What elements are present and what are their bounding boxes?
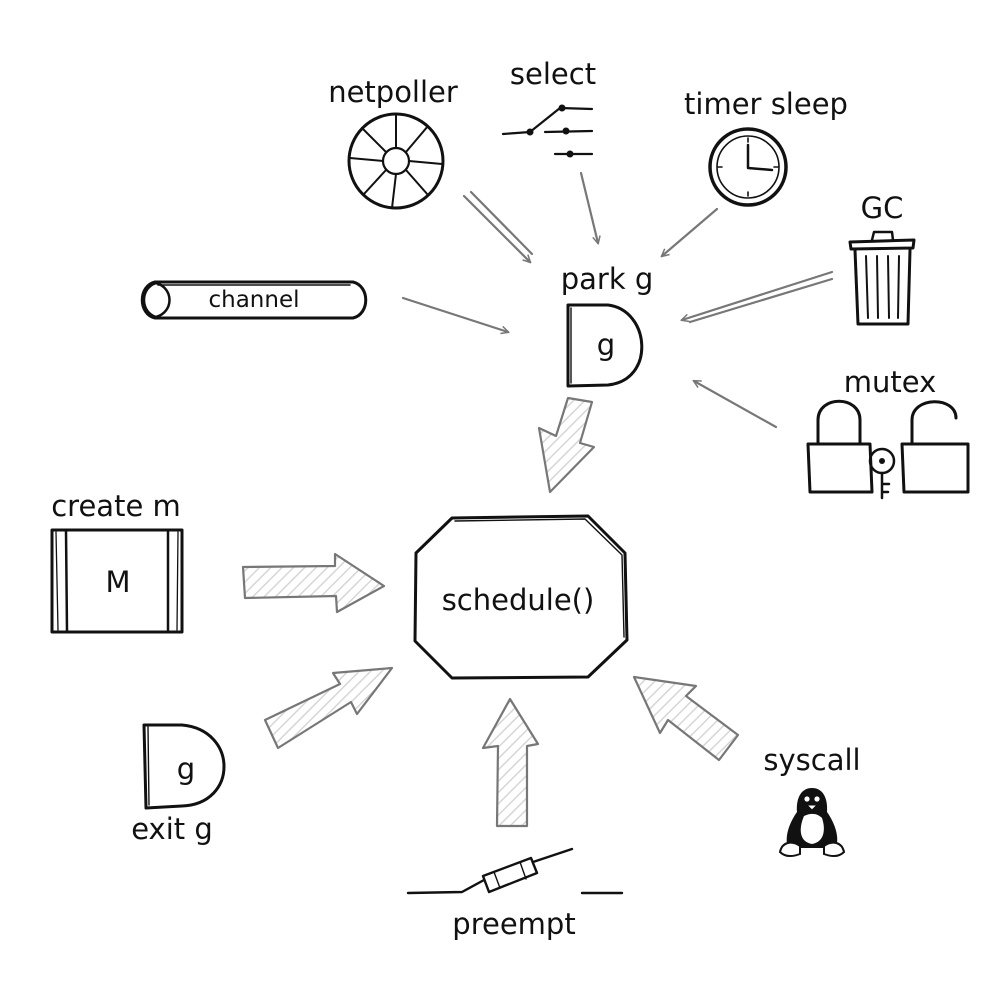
- select-group: select: [501, 57, 596, 158]
- select-arrow: [579, 171, 598, 243]
- park-g-node: park g g: [561, 262, 654, 388]
- timer-sleep-arrow: [662, 207, 719, 256]
- syscall-label: syscall: [763, 743, 860, 777]
- exit-g-glyph: g: [177, 752, 195, 786]
- timer-sleep-label: timer sleep: [684, 87, 848, 121]
- gc-group: GC: [848, 191, 916, 326]
- schedule-node: schedule(): [413, 514, 629, 680]
- penguin-icon: [778, 788, 846, 858]
- park-to-schedule-arrow: [537, 396, 596, 494]
- park-g-title: park g: [561, 262, 654, 296]
- preempt-arrow: [481, 697, 540, 828]
- pipe-icon: [140, 280, 368, 320]
- gc-arrow: [682, 270, 834, 320]
- channel-arrow: [401, 296, 508, 332]
- exit-g-title: exit g: [131, 812, 213, 846]
- park-g-glyph: g: [597, 328, 615, 362]
- select-switch-icon: [501, 104, 594, 158]
- gc-label: GC: [861, 191, 904, 225]
- preempt-group: preempt: [406, 847, 624, 941]
- clock-icon: [708, 127, 788, 207]
- mutex-group: mutex: [806, 365, 970, 500]
- mutex-label: mutex: [844, 365, 937, 399]
- create-m-group: create m M: [50, 489, 184, 634]
- syscall-arrow: [632, 675, 740, 762]
- timer-sleep-group: timer sleep: [684, 87, 848, 207]
- create-m-title: create m: [51, 489, 181, 523]
- trash-can-icon: [848, 230, 916, 326]
- create-m-arrow: [241, 552, 386, 614]
- channel-label: channel: [208, 287, 299, 313]
- preempt-label: preempt: [452, 907, 575, 941]
- netpoller-arrow: [462, 194, 530, 262]
- padlock-icon: [806, 399, 970, 494]
- exit-g-arrow: [263, 666, 394, 750]
- key-icon: [868, 447, 896, 500]
- netpoller-label: netpoller: [328, 75, 458, 109]
- netpoller-wheel-icon: [347, 112, 445, 210]
- syscall-group: syscall: [763, 743, 861, 858]
- netpoller-group: netpoller: [328, 75, 458, 210]
- mutex-arrow: [694, 381, 778, 429]
- select-label: select: [510, 57, 596, 91]
- schedule-label: schedule(): [442, 583, 595, 617]
- fuse-icon: [406, 847, 624, 895]
- channel-group: channel: [140, 280, 368, 320]
- create-m-glyph: M: [105, 565, 130, 599]
- exit-g-group: g exit g: [131, 723, 226, 846]
